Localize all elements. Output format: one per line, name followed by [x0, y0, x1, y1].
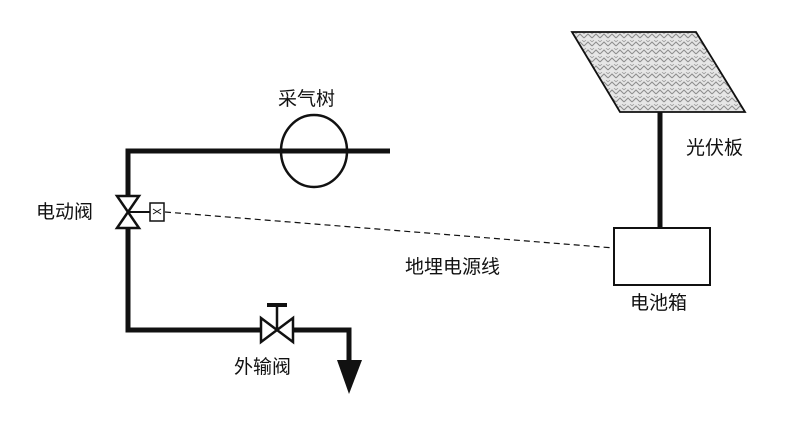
christmas-tree-symbol [279, 113, 349, 189]
solar-panel-label: 光伏板 [686, 137, 744, 159]
solar-panel-icon [570, 31, 747, 113]
battery-box-icon [613, 227, 711, 286]
flow-arrow-icon [337, 360, 362, 394]
main-pipeline [125, 148, 390, 198]
electric-valve-icon [114, 194, 165, 230]
buried-cable-line [164, 211, 615, 249]
battery-box-label: 电池箱 [630, 292, 688, 314]
buried-cable-label: 地埋电源线 [405, 256, 501, 278]
electric-valve-label: 电动阀 [36, 201, 94, 223]
export-valve-label: 外输阀 [234, 356, 292, 378]
lower-pipeline [125, 226, 262, 333]
christmas-tree-label: 采气树 [278, 88, 336, 110]
export-valve-icon [259, 303, 295, 345]
export-pipeline [292, 327, 352, 362]
